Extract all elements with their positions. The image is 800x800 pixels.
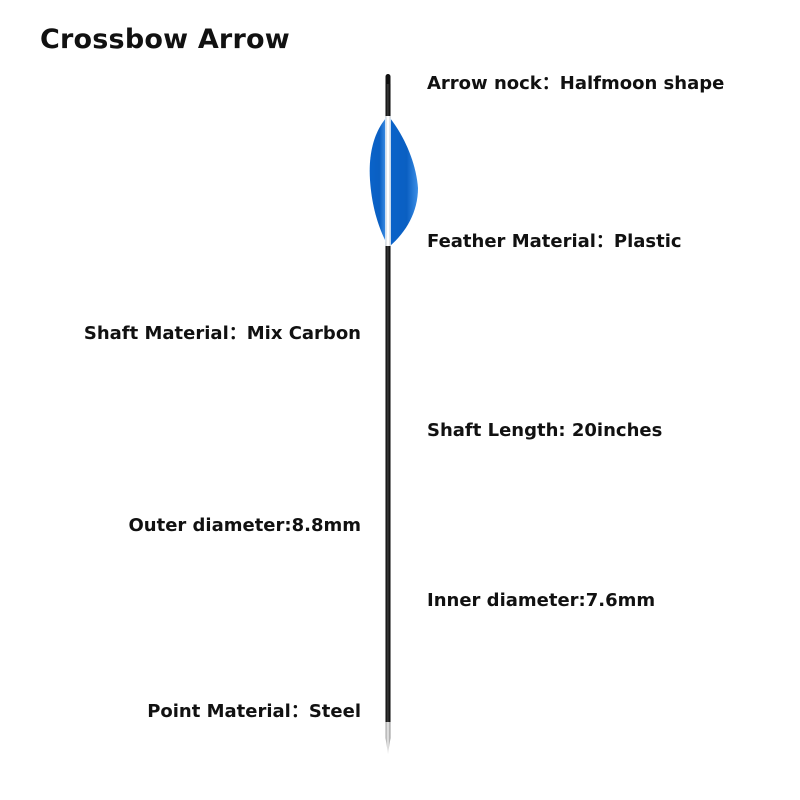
crossbow-arrow-illustration bbox=[369, 74, 418, 754]
arrow-vane-center-highlight bbox=[386, 116, 390, 246]
arrow-point bbox=[385, 722, 391, 754]
spec-feather-material: Feather Material：Plastic bbox=[427, 231, 682, 252]
spec-arrow-nock: Arrow nock：Halfmoon shape bbox=[427, 73, 725, 94]
page-title: Crossbow Arrow bbox=[40, 24, 290, 55]
spec-shaft-material: Shaft Material：Mix Carbon bbox=[83, 323, 361, 344]
spec-shaft-length: Shaft Length: 20inches bbox=[427, 420, 663, 441]
spec-inner-diameter: Inner diameter:7.6mm bbox=[427, 590, 656, 611]
arrow-vane-right bbox=[390, 118, 418, 246]
arrow-shaft bbox=[385, 84, 391, 724]
arrow-vane-left bbox=[369, 118, 386, 242]
spec-point-material: Point Material：Steel bbox=[147, 701, 361, 722]
spec-outer-diameter: Outer diameter:8.8mm bbox=[128, 515, 361, 536]
